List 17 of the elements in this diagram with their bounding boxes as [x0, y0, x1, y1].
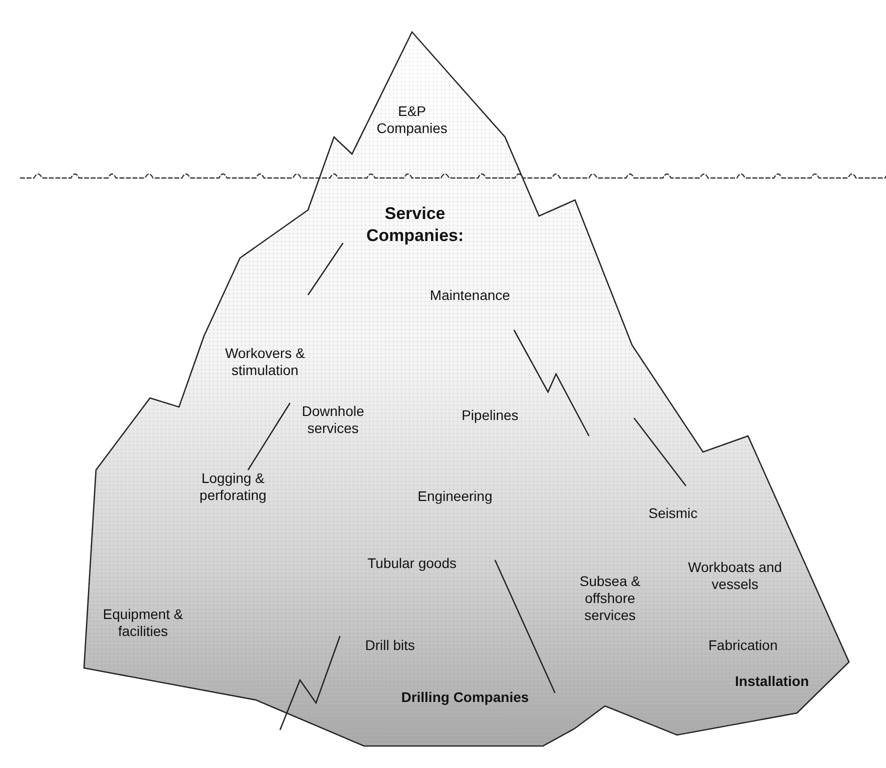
service-label: Downhole services — [300, 403, 366, 437]
tier-heading: Service Companies: — [365, 203, 465, 247]
service-label: Logging & perforating — [198, 470, 268, 504]
service-label: Tubular goods — [366, 555, 458, 572]
service-label: Engineering — [416, 488, 494, 505]
service-label: Installation — [734, 673, 810, 690]
service-label: Maintenance — [428, 287, 512, 304]
service-label: Workovers & stimulation — [224, 345, 306, 379]
service-label: Workboats and vessels — [687, 559, 783, 593]
service-label: Drill bits — [364, 637, 416, 654]
tier-heading: E&P Companies — [376, 103, 448, 137]
service-label: Pipelines — [460, 407, 520, 424]
tier-heading: Drilling Companies — [400, 689, 530, 706]
service-label: Seismic — [647, 505, 698, 522]
service-label: Fabrication — [707, 637, 779, 654]
service-label: Equipment & facilities — [102, 606, 184, 640]
service-label: Subsea & offshore services — [578, 573, 642, 624]
